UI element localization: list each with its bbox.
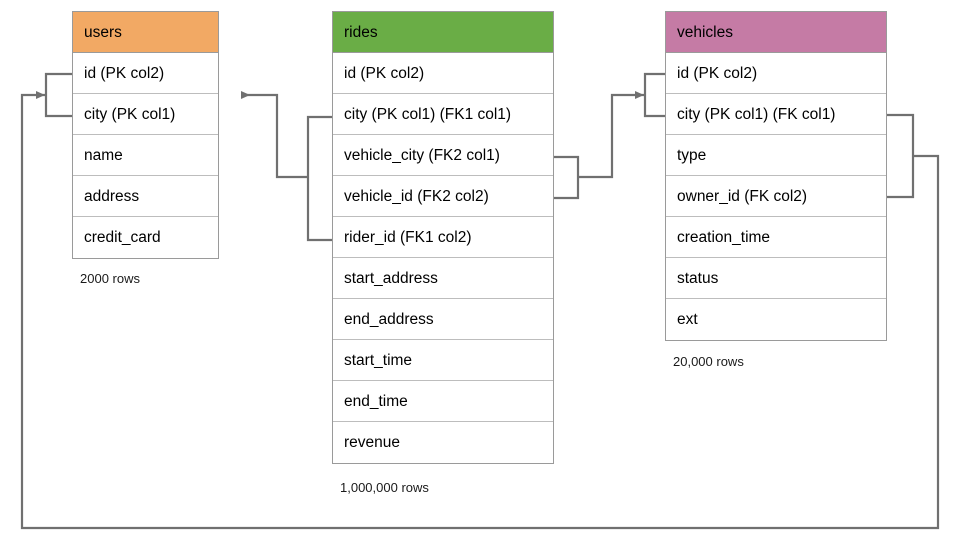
field-users-city[interactable]: city (PK col1) — [73, 94, 218, 135]
field-rides-vehicle-city[interactable]: vehicle_city (FK2 col1) — [333, 135, 553, 176]
rowcount-users: 2000 rows — [80, 271, 140, 286]
field-rides-rider-id[interactable]: rider_id (FK1 col2) — [333, 217, 553, 258]
entity-rides-title: rides — [333, 12, 553, 53]
entity-vehicles[interactable]: vehicles id (PK col2) city (PK col1) (FK… — [665, 11, 887, 341]
field-users-name[interactable]: name — [73, 135, 218, 176]
field-users-address[interactable]: address — [73, 176, 218, 217]
connector-fk1-to-users — [241, 91, 308, 179]
connector-fk2-rides-bracket — [554, 155, 580, 200]
field-vehicles-owner-id[interactable]: owner_id (FK col2) — [666, 176, 886, 217]
entity-vehicles-title: vehicles — [666, 12, 886, 53]
field-rides-start-time[interactable]: start_time — [333, 340, 553, 381]
field-vehicles-creation-time[interactable]: creation_time — [666, 217, 886, 258]
field-vehicles-type[interactable]: type — [666, 135, 886, 176]
connector-users-left-bracket — [44, 72, 72, 118]
entity-users-title: users — [73, 12, 218, 53]
connector-fk2-to-vehicles — [578, 91, 644, 179]
field-rides-vehicle-id[interactable]: vehicle_id (FK2 col2) — [333, 176, 553, 217]
field-rides-city[interactable]: city (PK col1) (FK1 col1) — [333, 94, 553, 135]
field-vehicles-status[interactable]: status — [666, 258, 886, 299]
field-rides-end-time[interactable]: end_time — [333, 381, 553, 422]
field-users-credit-card[interactable]: credit_card — [84, 229, 161, 246]
entity-users[interactable]: users id (PK col2) city (PK col1) name a… — [72, 11, 219, 259]
connector-fk1-rides-bracket — [306, 115, 332, 242]
field-vehicles-city[interactable]: city (PK col1) (FK col1) — [666, 94, 886, 135]
rowcount-rides: 1,000,000 rows — [340, 480, 429, 495]
rowcount-vehicles: 20,000 rows — [673, 354, 744, 369]
field-rides-start-address[interactable]: start_address — [333, 258, 553, 299]
field-rides-end-address[interactable]: end_address — [333, 299, 553, 340]
connector-vehicles-left-bracket — [643, 72, 665, 118]
field-rides-revenue[interactable]: revenue — [344, 434, 401, 451]
entity-rides[interactable]: rides id (PK col2) city (PK col1) (FK1 c… — [332, 11, 554, 464]
field-vehicles-id[interactable]: id (PK col2) — [666, 53, 886, 94]
field-rides-id[interactable]: id (PK col2) — [333, 53, 553, 94]
field-users-id[interactable]: id (PK col2) — [73, 53, 218, 94]
connector-fk-vehicles-bracket — [887, 113, 915, 199]
field-vehicles-ext[interactable]: ext — [677, 311, 698, 328]
